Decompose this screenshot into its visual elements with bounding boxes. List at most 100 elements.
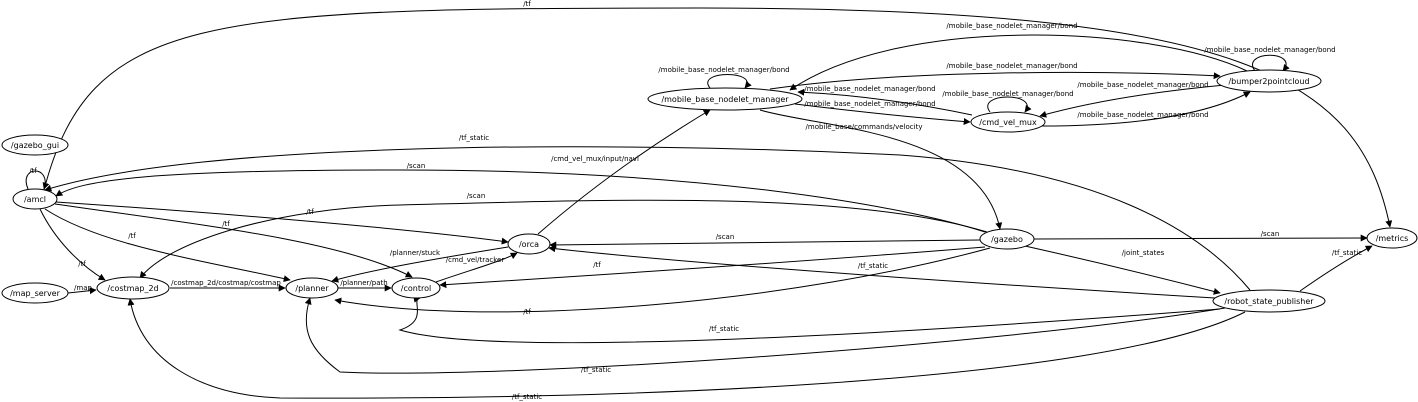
edge-label: /tf_static [709,325,739,333]
edge-amcl-to-amcl [25,170,50,190]
edge-mobile_base_nodelet_manager-to-gazebo [759,109,1003,230]
edge-robot_state_publisher-to-orca [548,245,1216,299]
edge-gazebo-to-control [439,246,986,289]
node-control[interactable]: /control [391,277,441,299]
node-gazebo[interactable]: /gazebo [979,228,1035,250]
node-cmd-vel-mux[interactable]: /cmd_vel_mux [970,111,1046,133]
node-label: /bumper2pointcloud [1228,77,1309,86]
node-bumper2pointcloud[interactable]: /bumper2pointcloud [1216,69,1322,93]
edge-label: /tf [29,167,37,175]
edge-robot_state_publisher-to-metrics [1299,245,1373,292]
node-label: /costmap_2d [107,284,158,293]
edge-cmd_vel_mux-to-bumper2pointcloud [1039,91,1251,127]
edge-label: /mobile_base_nodelet_manager/bond [1204,46,1335,54]
edge-mobile_base_nodelet_manager-to-cmd_vel_mux [794,103,971,125]
edge-label: /tf [128,232,136,240]
edge-label: /tf_static [1332,249,1362,257]
node-ellipse [96,276,170,300]
node-label: /metrics [1376,234,1409,243]
node-ellipse [1212,289,1326,313]
edge-label: /tf [593,261,601,269]
node-ellipse [647,87,803,111]
node-map-server[interactable]: /map_server [1,282,69,304]
edge-label: /cmd_vel_mux/input/navi [551,155,639,163]
edge-amcl-to-metrics [43,7,1393,228]
node-label: /control [401,284,431,293]
edge-robot_state_publisher-to-control [398,295,1221,344]
edge-amcl-to-control [54,203,413,278]
edge-gazebo-to-orca [549,239,981,249]
node-gazebo-gui[interactable]: /gazebo_gui [1,134,69,156]
edge-robot_state_publisher-to-amcl [44,146,1251,291]
node-ellipse [1,134,69,156]
node-metrics[interactable]: /metrics [1366,227,1418,249]
node-planner[interactable]: /planner [285,277,339,299]
node-orca[interactable]: /orca [507,233,551,255]
edge-mobile_base_nodelet_manager-to-mobile_base_nodelet_manager [707,74,752,89]
edge-amcl-to-planner [44,208,291,283]
node-ellipse [12,188,58,210]
node-ellipse [1216,69,1322,93]
edge-orca-to-mobile_base_nodelet_manager [537,109,711,235]
edge-cmd_vel_mux-to-cmd_vel_mux [987,96,1032,113]
edge-label: /planner/stuck [390,249,441,257]
edge-label: /tf_static [858,262,888,270]
edge-robot_state_publisher-to-planner [304,297,1226,374]
edge-gazebo-to-amcl [55,169,986,233]
node-ellipse [285,277,339,299]
node-label: /gazebo_gui [11,141,59,150]
edge-label: /costmap_2d/costmap/costmap [171,279,281,287]
edge-map_server-to-costmap_2d [67,287,97,295]
edge-label: /mobile_base_nodelet_manager/bond [1077,111,1208,119]
edge-label: /mobile_base_nodelet_manager/bond [946,22,1077,30]
edge-label: /tf_static [512,393,542,401]
edge-robot_state_publisher-to-costmap_2d [127,298,1246,399]
node-ellipse [1366,227,1418,249]
edge-label: /mobile_base_nodelet_manager/bond [942,90,1073,98]
node-label: /mobile_base_nodelet_manager [661,95,789,104]
edge-gazebo-to-robot_state_publisher [1024,245,1221,295]
edge-label: /tf [523,308,531,316]
node-ellipse [507,233,551,255]
edge-label: /tf [222,220,230,228]
edge-label: /scan [467,192,486,200]
node-ellipse [1,282,69,304]
edge-gazebo-to-metrics [1033,234,1368,242]
node-amcl[interactable]: /amcl [12,188,58,210]
edge-label: /joint_states [1122,249,1165,257]
edge-label: /mobile_base_nodelet_manager/bond [658,66,789,74]
edge-label: /tf_static [459,134,489,142]
edge-cmd_vel_mux-to-mobile_base_nodelet_manager [797,88,973,116]
edge-label: /tf [523,0,531,8]
edge-label: /tf_static [581,366,611,374]
edge-control-to-orca [435,252,518,283]
edge-bumper2pointcloud-to-cmd_vel_mux [1039,84,1226,118]
edge-label: /scan [716,233,735,241]
node-mobile-base-nodelet-manager[interactable]: /mobile_base_nodelet_manager [647,87,803,111]
edge-label: /tf [78,260,86,268]
node-costmap-2d[interactable]: /costmap_2d [96,276,170,300]
edge-label: /mobile_base_nodelet_manager/bond [804,85,935,93]
edge-orca-to-planner [331,246,509,283]
node-label: /map_server [10,289,61,298]
node-label: /cmd_vel_mux [979,118,1037,127]
node-ellipse [391,277,441,299]
node-ellipse [970,111,1046,133]
edge-label: /planner/path [340,279,387,287]
node-label: /orca [519,240,539,249]
edge-mobile_base_nodelet_manager-to-bumper2pointcloud [769,71,1221,90]
edge-label: /mobile_base/commands/velocity [806,123,923,131]
edges-layer [25,7,1393,399]
node-robot-state-publisher[interactable]: /robot_state_publisher [1212,289,1326,313]
edge-amcl-to-orca [55,201,509,245]
edge-label: /cmd_vel/tracker [446,256,505,264]
edge-label: /mobile_base_nodelet_manager/bond [1077,81,1208,89]
edge-label: /scan [407,162,426,170]
edge-label: /tf [306,208,314,216]
node-ellipse [979,228,1035,250]
edge-bumper2pointcloud-to-bumper2pointcloud [1252,54,1290,72]
node-label: /amcl [24,195,46,204]
edge-amcl-to-costmap_2d [39,208,106,281]
edge-label: /scan [1261,230,1280,238]
